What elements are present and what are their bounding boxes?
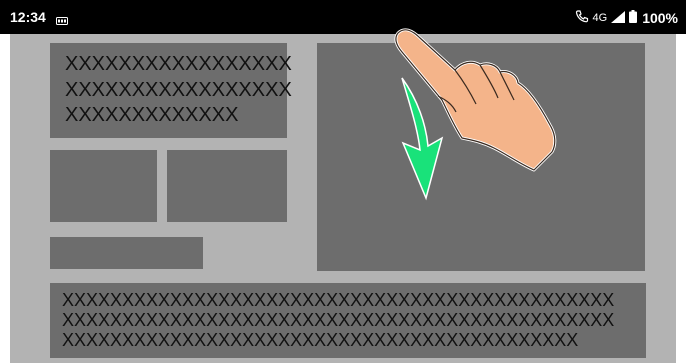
swipe-target-panel[interactable] — [317, 43, 645, 271]
status-time: 12:34 — [10, 9, 46, 25]
signal-icon — [611, 10, 625, 26]
app-content: XXXXXXXXXXXXXXXXX XXXXXXXXXXXXXXXXX XXXX… — [10, 34, 676, 363]
text-card-line-2: XXXXXXXXXXXXXXXXX — [65, 79, 292, 101]
status-icons: 4G 100% — [575, 9, 679, 26]
phone-call-icon — [575, 9, 589, 26]
network-type: 4G — [593, 10, 608, 26]
text-card-line-3: XXXXXXXXXXXXX — [65, 104, 238, 126]
notification-icon — [56, 12, 68, 20]
battery-percent: 100% — [642, 10, 678, 26]
battery-icon — [629, 10, 637, 26]
button-placeholder[interactable] — [50, 237, 203, 269]
text-card[interactable]: XXXXXXXXXXXXXXXXX XXXXXXXXXXXXXXXXX XXXX… — [50, 43, 287, 138]
tile-left[interactable] — [50, 150, 157, 222]
status-bar: 12:34 4G — [0, 0, 686, 34]
text-banner[interactable]: XXXXXXXXXXXXXXXXXXXXXXXXXXXXXXXXXXXXXXXX… — [50, 283, 646, 358]
text-banner-line-3: XXXXXXXXXXXXXXXXXXXXXXXXXXXXXXXXXXXXXXXX… — [62, 330, 578, 350]
text-card-line-1: XXXXXXXXXXXXXXXXX — [65, 53, 292, 75]
text-banner-line-1: XXXXXXXXXXXXXXXXXXXXXXXXXXXXXXXXXXXXXXXX… — [62, 290, 614, 310]
tile-right[interactable] — [167, 150, 287, 222]
text-banner-line-2: XXXXXXXXXXXXXXXXXXXXXXXXXXXXXXXXXXXXXXXX… — [62, 310, 614, 330]
